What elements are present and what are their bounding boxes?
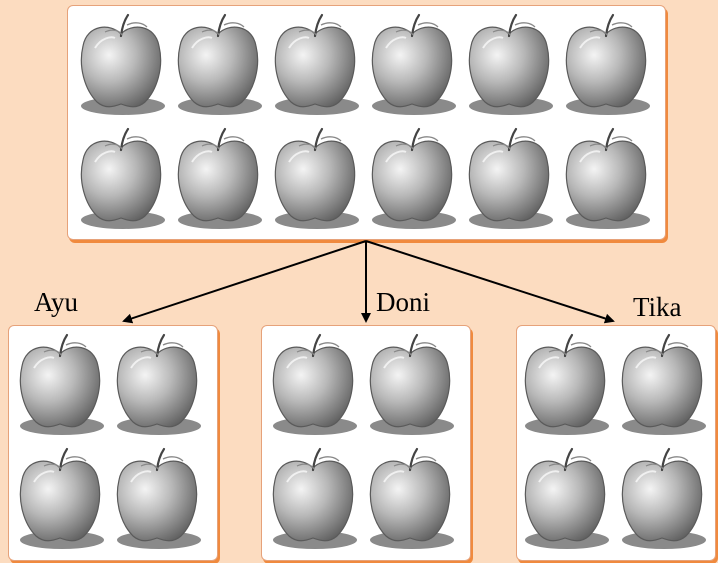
apple-icon [111,446,203,552]
label-doni: Doni [376,287,430,317]
apple-icon [519,446,611,552]
apple-icon [14,332,106,438]
apple-icon [14,446,106,552]
apple-icon [366,12,458,118]
apple-icon [75,126,167,232]
label-tika: Tika [633,292,682,322]
apple-icon [366,126,458,232]
apple-icon [172,126,264,232]
apple-icon [616,332,708,438]
label-ayu: Ayu [34,287,79,317]
apple-icon [463,12,555,118]
doni-apples-box [261,325,471,561]
tika-apples-box [516,325,716,561]
apple-icon [267,446,359,552]
apple-icon [172,12,264,118]
apple-icon [75,12,167,118]
apple-icon [364,446,456,552]
total-apples-box [67,5,666,240]
apple-icon [364,332,456,438]
arrow-to-ayu [122,240,367,324]
apple-icon [269,12,361,118]
apple-icon [616,446,708,552]
apple-icon [267,332,359,438]
apple-icon [560,12,652,118]
apple-icon [269,126,361,232]
apple-icon [111,332,203,438]
apple-icon [560,126,652,232]
ayu-apples-box [8,325,218,561]
apple-icon [463,126,555,232]
apple-icon [519,332,611,438]
